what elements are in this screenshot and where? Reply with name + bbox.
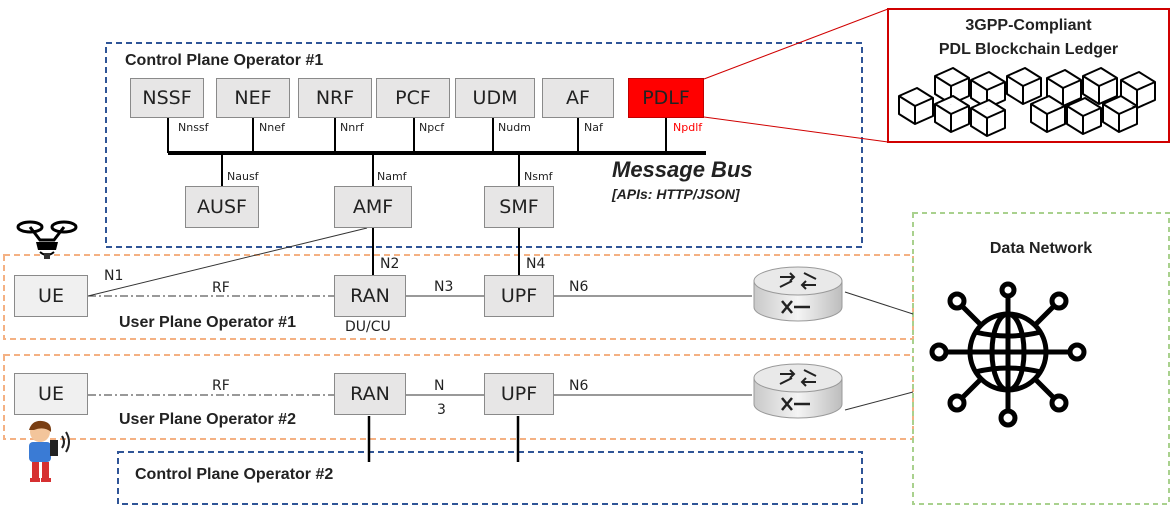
user-plane-2-title: User Plane Operator #2 <box>119 411 296 428</box>
iface-nsmf: Nsmf <box>524 170 553 183</box>
nf-nef: NEF <box>216 78 290 118</box>
person-phone-icon <box>29 420 70 482</box>
user-plane-1-title: User Plane Operator #1 <box>119 314 296 331</box>
label-n6-op2: N6 <box>569 378 589 394</box>
iface-nnssf: Nnssf <box>178 121 209 134</box>
label-n2: N2 <box>380 256 400 272</box>
upf-op2: UPF <box>484 373 554 415</box>
nf-amf: AMF <box>334 186 412 228</box>
nf-af: AF <box>542 78 614 118</box>
nf-nrf: NRF <box>298 78 372 118</box>
iface-namf: Namf <box>377 170 407 183</box>
blockchain-icon <box>898 67 1156 137</box>
ran-op2: RAN <box>334 373 406 415</box>
router-icon <box>753 363 843 419</box>
nf-pcf: PCF <box>376 78 450 118</box>
iface-npcf: Npcf <box>419 121 445 134</box>
ran-op1: RAN <box>334 275 406 317</box>
nf-ausf: AUSF <box>185 186 259 228</box>
iface-nudm: Nudm <box>498 121 531 134</box>
ledger-title-line2: PDL Blockchain Ledger <box>938 41 1119 58</box>
ue-op1: UE <box>14 275 88 317</box>
router-icon <box>753 266 843 322</box>
message-bus-title: Message Bus <box>612 157 753 182</box>
globe-network-icon <box>929 281 1087 428</box>
ledger-title-line1: 3GPP-Compliant <box>965 17 1092 34</box>
upf-op1: UPF <box>484 275 554 317</box>
nf-udm: UDM <box>455 78 535 118</box>
label-n1: N1 <box>104 268 124 284</box>
drone-icon <box>16 220 78 259</box>
iface-nnrf: Nnrf <box>340 121 364 134</box>
label-n3-op2-line1: N <box>434 378 445 394</box>
iface-nausf: Nausf <box>227 170 259 183</box>
data-network-boundary <box>912 212 1170 505</box>
nf-nssf: NSSF <box>130 78 204 118</box>
iface-naf: Naf <box>584 121 603 134</box>
label-n3-op1: N3 <box>434 279 454 295</box>
label-du-cu: DU/CU <box>345 319 391 335</box>
nf-pdlf: PDLF <box>628 78 704 118</box>
label-n6-op1: N6 <box>569 279 589 295</box>
nf-smf: SMF <box>484 186 554 228</box>
control-plane-2-title: Control Plane Operator #2 <box>135 466 334 483</box>
data-network-title: Data Network <box>989 240 1093 257</box>
label-n4: N4 <box>526 256 546 272</box>
label-rf-op2: RF <box>212 378 230 394</box>
ue-op2: UE <box>14 373 88 415</box>
control-plane-1-title: Control Plane Operator #1 <box>125 52 324 69</box>
label-n3-op2-line2: 3 <box>437 402 446 418</box>
label-rf-op1: RF <box>212 280 230 296</box>
message-bus-subtitle: [APIs: HTTP/JSON] <box>612 186 740 202</box>
iface-nnef: Nnef <box>259 121 285 134</box>
iface-npdlf: Npdlf <box>673 121 703 134</box>
control-plane-2-boundary <box>117 451 863 505</box>
ledger-boundary <box>887 8 1170 143</box>
